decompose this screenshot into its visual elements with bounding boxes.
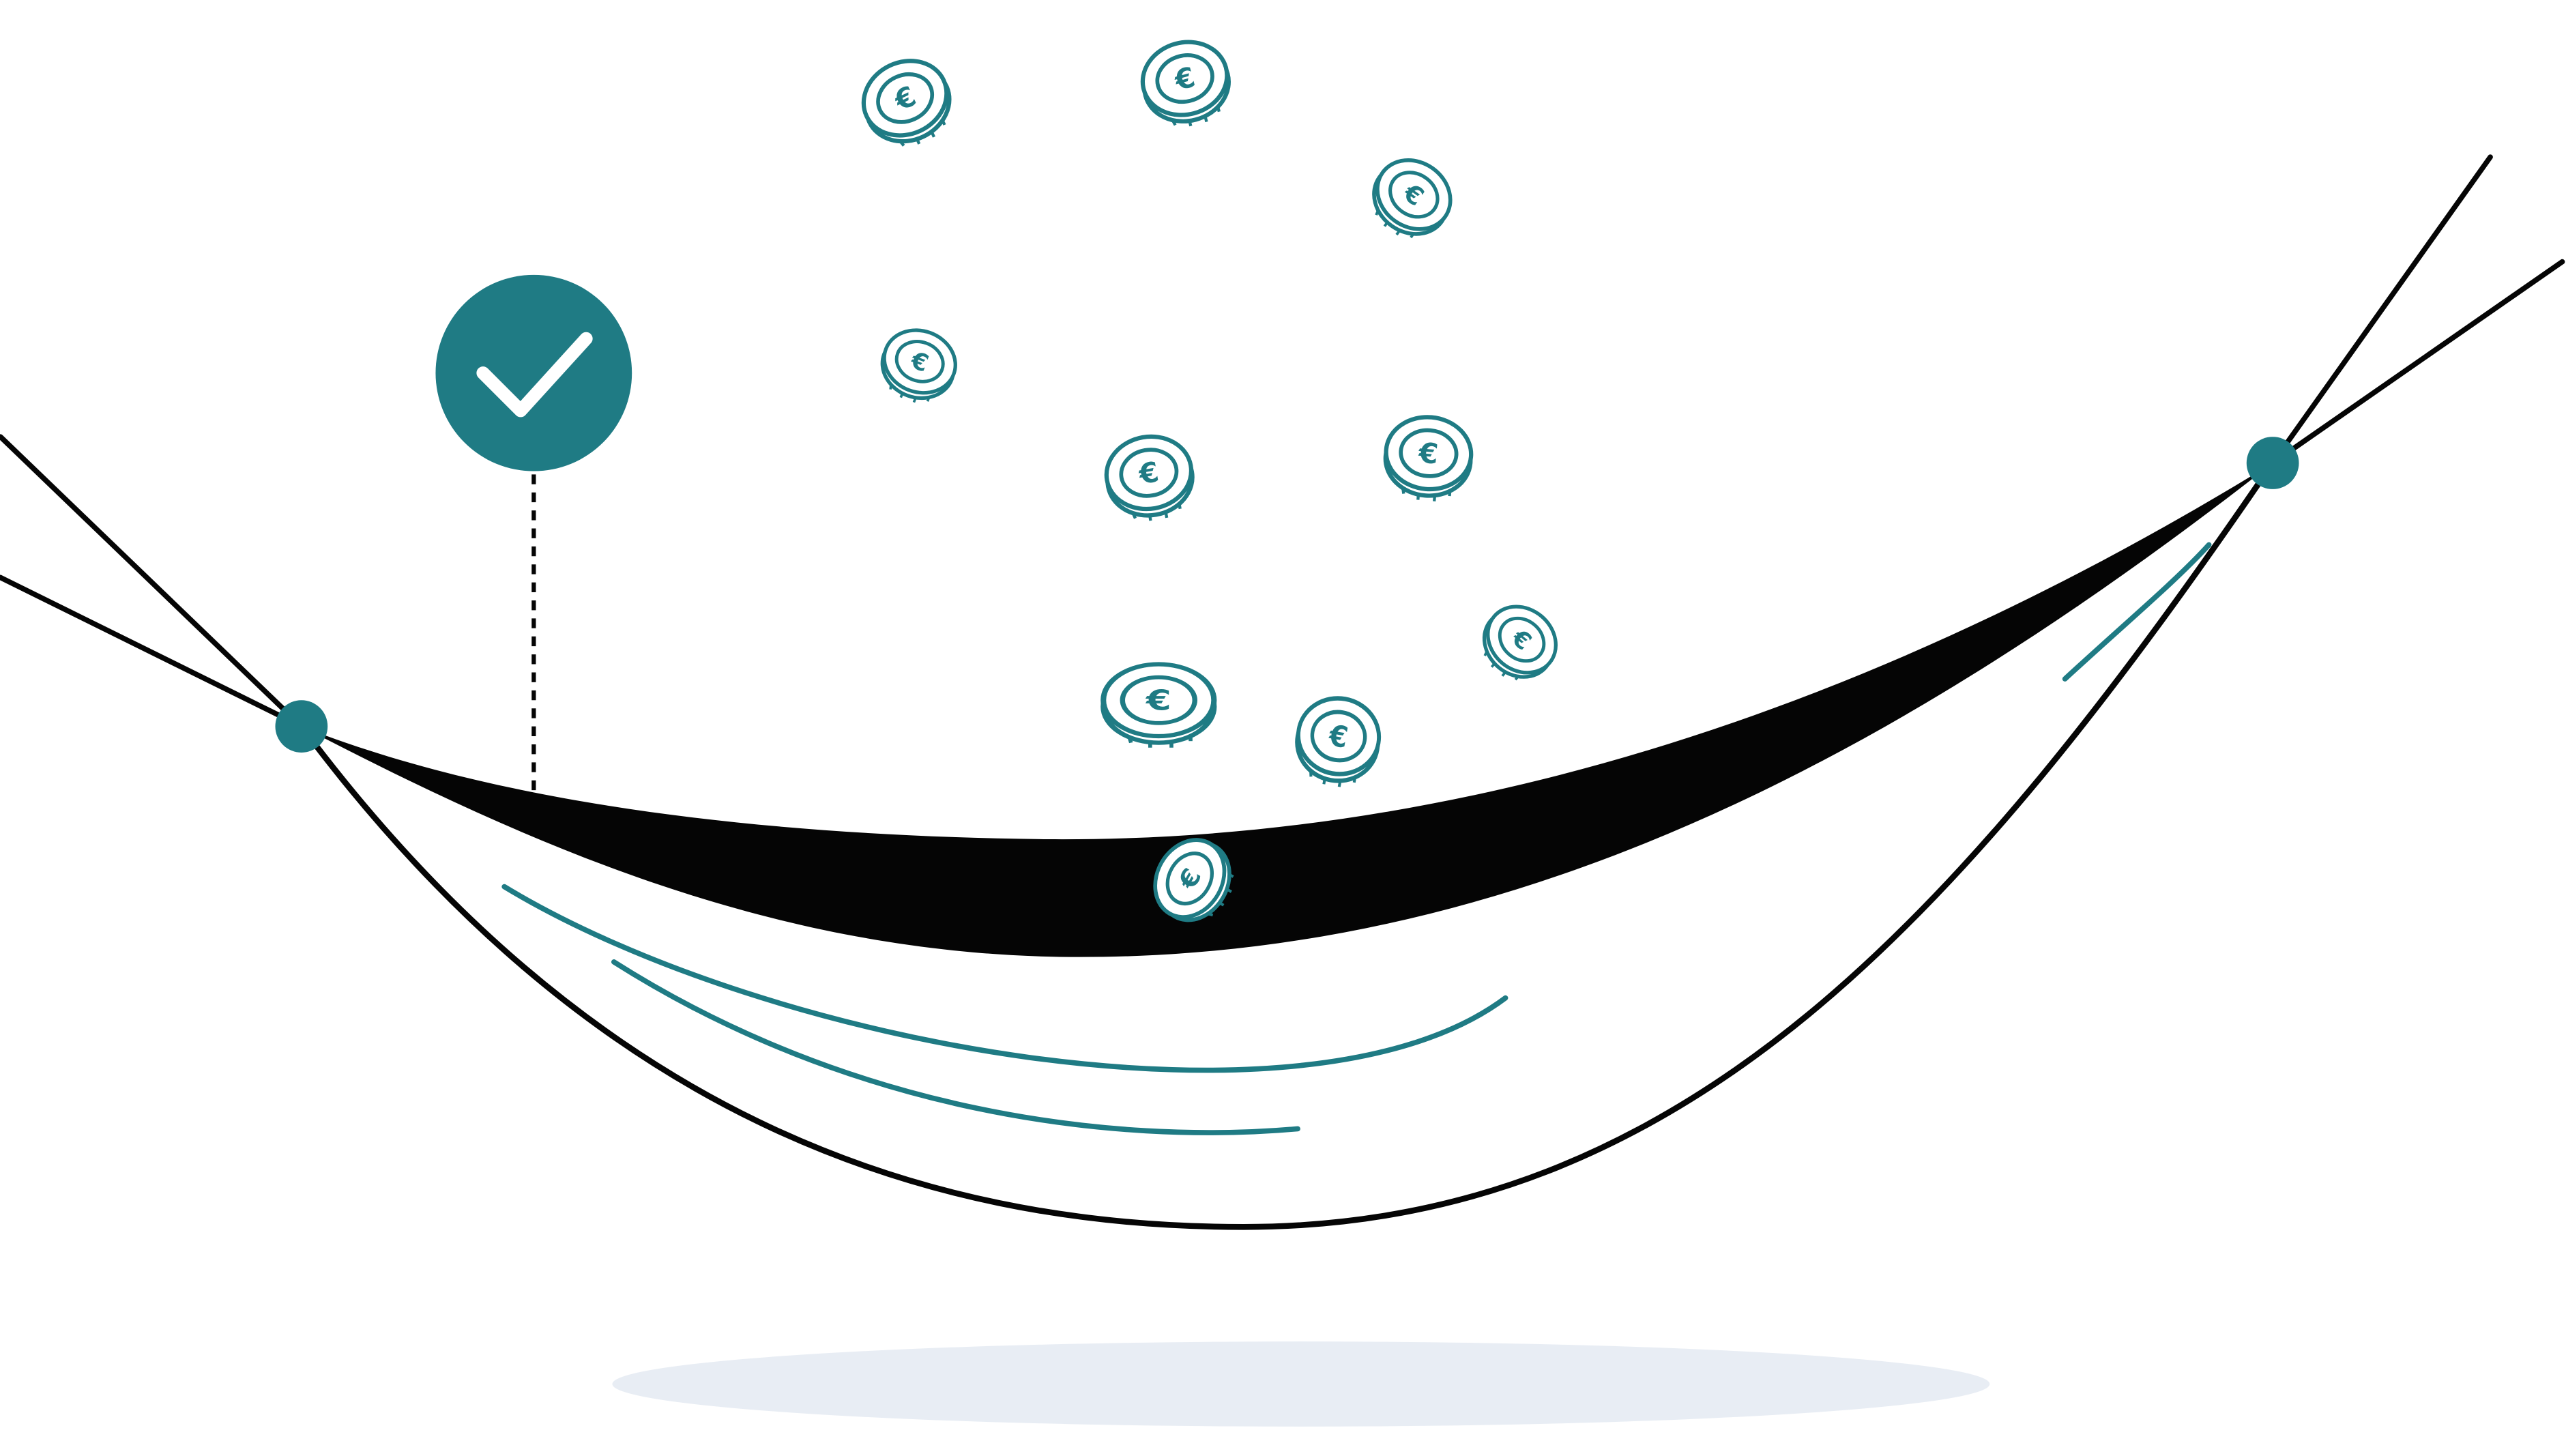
- euro-coin-icon: [1382, 413, 1474, 504]
- euro-coin-icon: [1103, 664, 1214, 747]
- euro-coin-icon: [1358, 146, 1463, 252]
- ground-shadow: [612, 1341, 1990, 1427]
- euro-coin-icon: [872, 321, 964, 412]
- hammock-band: [301, 463, 2273, 957]
- euro-coin-icon: [851, 48, 964, 160]
- euro-coin-icon: [1100, 430, 1199, 527]
- right-knot: [2246, 437, 2299, 489]
- ropes: [0, 154, 2565, 729]
- checkmark-icon: [476, 332, 593, 418]
- fabric-fold-lines: [501, 542, 2212, 1135]
- check-badge: [435, 274, 632, 471]
- euro-coin-icon: [1468, 593, 1569, 694]
- hammock-outer-curve: [299, 461, 2275, 1230]
- euro-coin-icon: [1135, 33, 1238, 135]
- left-knot: [275, 700, 328, 753]
- euro-coin-icon: [1290, 692, 1385, 792]
